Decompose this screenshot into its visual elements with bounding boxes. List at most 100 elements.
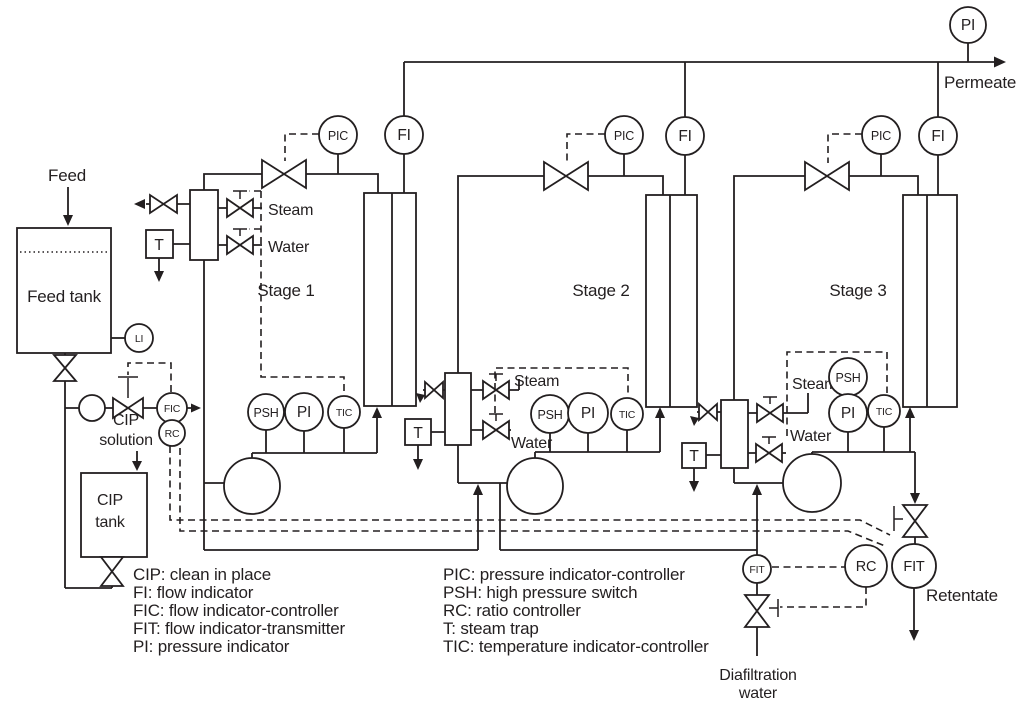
pic3-tag: PIC [871,129,891,143]
stage-3-water-valve-actuator [762,436,776,444]
stage-3-membrane-module [902,194,958,408]
fi2-instrument: FI [665,116,705,156]
cip-feed-valve-actuator [118,376,138,398]
stage-3-pump [782,453,842,513]
tic3-circle [867,394,901,428]
stage-3-water-valve [755,442,783,464]
legend-left-line-4: FIT: flow indicator-transmitter [133,619,346,638]
diafiltration-arrow-icon [752,484,762,495]
stage-2-water-valve [482,419,510,441]
stage-1-recirc-pipe [203,173,379,193]
psh1-circle [247,393,285,431]
psh1-instrument: PSH [247,393,285,431]
pic1-circle [318,115,358,155]
rc-left-instrument: RC [158,419,186,447]
pic1-instrument: PIC [318,115,358,155]
cip-tank-outlet-valve [99,556,125,587]
stage-1-water-valve-actuator [233,228,247,236]
stage-2-vent-arrow-icon [416,393,425,403]
cip-solution-arrow-icon [132,461,142,471]
retentate-valve [901,504,929,538]
feed-arrow-icon [63,215,73,226]
stage-1-water-label: Water [268,239,310,256]
pi2-instrument: PI [567,392,609,434]
psh3-tag: PSH [835,371,860,385]
pic1-tag: PIC [328,129,348,143]
stage-1-transfer-arrow-icon [473,484,483,495]
stage-1-trap-pipes [158,243,190,272]
fi3-tag: FI [931,128,944,145]
tic1-tag: TIC [336,407,353,419]
tic1-instrument: TIC [327,395,361,429]
rc-right-tag: RC [856,559,877,575]
stage-3-vent-valve [698,401,718,423]
pi2-circle [567,392,609,434]
fit-retentate-tag: FIT [903,559,924,575]
fi2-tag: FI [678,128,691,145]
stage-3-steam-valve [756,402,784,424]
stage-2-heat-exchanger [444,372,472,446]
stage-3-group: Stage 3 PIC FI T Steam Water [681,115,958,513]
stage-1-group: Stage 1 PIC FI T Steam [134,115,483,551]
legend-left-line-1: CIP: clean in place [133,565,271,584]
stage-3-recirc-pipe [733,175,919,400]
fit-retentate-instrument: FIT [891,543,937,589]
permeate-risers [403,43,969,117]
legend-left-line-2: FI: flow indicator [133,583,254,602]
permeate-arrow-icon [994,56,1006,68]
stage-2-trap-arrow-icon [413,459,423,470]
pic2-circle [604,115,644,155]
diafiltration-label-1: Diafiltration [719,667,796,684]
diafiltration-label-2: water [738,685,778,702]
cip-feed-valve [112,396,144,420]
stage-1-tic-signal [249,190,345,395]
cip-dashed-line-lower [179,448,886,547]
feed-into-loop-arrow-icon [191,403,201,413]
stage-2-membrane-module [645,194,698,408]
stage-2-steam-label: Steam [514,373,559,390]
stage-1-heat-exchanger [189,189,219,261]
psh3-instrument: PSH [828,357,868,397]
cip-solution-label-2: solution [99,432,153,449]
stage-3-steam-trap-tag: T [689,448,699,465]
pi2-tag: PI [581,405,595,422]
permeate-label: Permeate [944,73,1016,92]
fi1-instrument: FI [384,115,424,155]
tic1-circle [327,395,361,429]
cip-tank-label-1: CIP [97,492,123,509]
pi1-tag: PI [297,404,311,421]
psh2-instrument: PSH [530,394,570,434]
legend-right: PIC: pressure indicator-controller PSH: … [443,565,709,656]
pic2-instrument: PIC [604,115,644,155]
stage-2-module-inlet-arrow-icon [655,407,665,418]
legend-left-line-3: FIC: flow indicator-controller [133,601,339,620]
tic2-instrument: TIC [610,397,644,431]
stage-3-trap-arrow-icon [689,481,699,492]
fi1-tag: FI [397,127,410,144]
pi1-instrument: PI [284,392,324,432]
stage-3-water-label: Water [790,428,832,445]
pi-permeate-instrument: PI [949,6,987,44]
stage-1-vent-valve [149,193,178,215]
stage-1-vent-arrow-icon [134,199,145,209]
stage-2-pump [506,457,564,515]
pic2-tag: PIC [614,129,634,143]
pi-permeate-circle [949,6,987,44]
legend-right-line-3: RC: ratio controller [443,601,581,620]
stage-1-pump [223,457,281,515]
retentate-label: Retentate [926,586,998,605]
stage-2-group: Stage 2 PIC FI T Steam Water [404,115,757,551]
fic-to-valve-signal [127,362,172,392]
stage-3-module-inlet-arrow-icon [905,407,915,418]
diafiltration-valve [743,594,771,628]
feed-tank-body [16,227,112,354]
stage-3-heat-exchanger [720,399,749,469]
pi3-tag: PI [841,405,855,422]
stage-1-module-inlet-arrow-icon [372,407,382,418]
stage-2-steam-trap-tag: T [413,425,423,442]
stage-3-label: Stage 3 [829,281,886,300]
fit-diafiltration-tag: FIT [749,564,765,576]
tic2-circle [610,397,644,431]
rc-to-valve-signal [780,587,867,608]
